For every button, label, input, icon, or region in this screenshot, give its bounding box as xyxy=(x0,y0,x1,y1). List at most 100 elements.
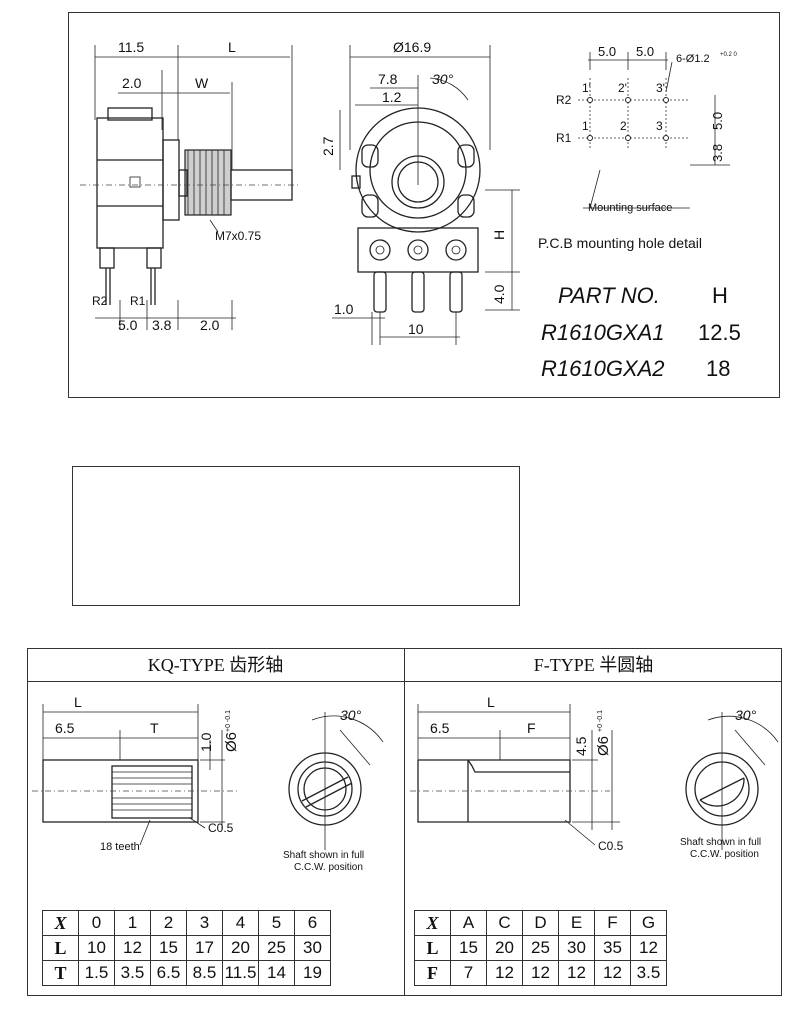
side-view: 11.5 L 2.0 W M7x0.75 R2 R1 5.0 3.8 2.0 xyxy=(80,39,300,333)
pitch-5-0-b: 5.0 xyxy=(636,44,654,59)
table-cell: 7 xyxy=(450,960,487,986)
dim-L: L xyxy=(228,39,236,55)
row-r1: R1 xyxy=(556,131,572,145)
dim-4-0: 4.0 xyxy=(491,284,507,304)
pin-r2-label: R2 xyxy=(92,294,108,308)
kq-dim-L: L xyxy=(74,694,82,710)
kq-note-2: C.C.W. position xyxy=(294,862,363,873)
kq-dimension-table: X 0 1 2 3 4 5 6 L 10 12 15 17 20 25 30 T… xyxy=(42,910,331,986)
f-dim-tol: +0 -0.1 xyxy=(597,710,604,732)
f-note-2: C.C.W. position xyxy=(690,849,759,860)
part-no-header: PART NO. xyxy=(558,283,660,308)
table-cell: 12 xyxy=(114,935,151,961)
mounting-surface-label: Mounting surface xyxy=(588,202,672,214)
kq-dim-dia: Ø6 xyxy=(223,732,240,752)
f-shaft: L 6.5 F 4.5 Ø6 +0 -0.1 30° C0.5 Shaft sh… xyxy=(410,694,779,860)
panel-divider xyxy=(404,648,406,996)
h-header: H xyxy=(712,283,728,308)
dim-3-8: 3.8 xyxy=(152,317,172,333)
kq-dim-T: T xyxy=(150,720,159,736)
table-cell: 4 xyxy=(222,910,259,936)
pin-3p: 3' xyxy=(656,81,665,95)
table-cell: 12 xyxy=(558,960,595,986)
dim-dia-16-9: Ø16.9 xyxy=(393,39,431,55)
dim-H: H xyxy=(491,230,507,240)
hole-size: 6-Ø1.2 xyxy=(676,53,710,65)
pin-2p: 2' xyxy=(618,81,627,95)
pin-2: 2 xyxy=(620,119,627,133)
pitch-5-0-a: 5.0 xyxy=(598,44,616,59)
f-dim-4-5: 4.5 xyxy=(573,736,589,756)
table-cell: 0 xyxy=(78,910,115,936)
table-cell: 6.5 xyxy=(150,960,187,986)
dim-2-7: 2.7 xyxy=(320,136,336,156)
table-row: X 0 1 2 3 4 5 6 xyxy=(42,910,331,936)
part-row-1-h: 12.5 xyxy=(698,320,741,345)
kq-note-1: Shaft shown in full xyxy=(283,850,364,861)
f-dim-dia: Ø6 xyxy=(595,736,612,756)
thread-label: M7x0.75 xyxy=(215,229,261,243)
part-row-2-h: 18 xyxy=(706,356,731,381)
table-cell: 25 xyxy=(258,935,295,961)
f-dim-L: L xyxy=(487,694,495,710)
table-cell: C xyxy=(486,910,523,936)
table-cell: 15 xyxy=(150,935,187,961)
kq-angle-30: 30° xyxy=(340,707,362,723)
dim-10: 10 xyxy=(408,321,424,337)
table-cell: 14 xyxy=(258,960,295,986)
table-row: L 15 20 25 30 35 12 xyxy=(414,935,667,961)
table-cell: 20 xyxy=(222,935,259,961)
table-cell: 3.5 xyxy=(114,960,151,986)
pcb-caption: P.C.B mounting hole detail xyxy=(538,235,702,251)
f-dimension-table: X A C D E F G L 15 20 25 30 35 12 F 7 12… xyxy=(414,910,667,986)
row-r2: R2 xyxy=(556,93,572,107)
table-cell: X xyxy=(414,910,451,936)
pin-1p: 1' xyxy=(582,81,591,95)
table-cell: 3.5 xyxy=(630,960,667,986)
part-row-1-no: R1610GXA1 xyxy=(541,320,665,345)
kq-shaft: L 6.5 T 1.0 Ø6 +0 -0.1 30° 18 teeth C0.5… xyxy=(32,694,384,873)
table-cell: 12 xyxy=(594,960,631,986)
table-cell: 17 xyxy=(186,935,223,961)
table-cell: 30 xyxy=(558,935,595,961)
f-dim-6-5: 6.5 xyxy=(430,720,450,736)
table-cell: 12 xyxy=(630,935,667,961)
table-cell: 12 xyxy=(522,960,559,986)
kq-dim-6-5: 6.5 xyxy=(55,720,75,736)
dim-1-2: 1.2 xyxy=(382,89,402,105)
table-row: X A C D E F G xyxy=(414,910,667,936)
dim-11-5: 11.5 xyxy=(118,39,144,55)
hole-tolerance: +0.2 0 xyxy=(720,52,738,58)
pin-r1-label: R1 xyxy=(130,294,146,308)
pcb-hole-detail: 5.0 5.0 6-Ø1.2 +0.2 0 R2 R1 1' 2' 3' 1 2… xyxy=(538,44,738,251)
table-cell: F xyxy=(414,960,451,986)
table-cell: 25 xyxy=(522,935,559,961)
table-cell: T xyxy=(42,960,79,986)
table-cell: 1.5 xyxy=(78,960,115,986)
kq-teeth-label: 18 teeth xyxy=(100,841,140,853)
table-row: L 10 12 15 17 20 25 30 xyxy=(42,935,331,961)
dim-7-8: 7.8 xyxy=(378,71,398,87)
table-cell: 11.5 xyxy=(222,960,259,986)
kq-dim-1-0: 1.0 xyxy=(198,732,214,752)
dim-2-0-bottom: 2.0 xyxy=(200,317,220,333)
table-cell: 8.5 xyxy=(186,960,223,986)
f-dim-F: F xyxy=(527,720,536,736)
part-row-2-no: R1610GXA2 xyxy=(541,356,665,381)
pin-3: 3 xyxy=(656,119,663,133)
table-cell: F xyxy=(594,910,631,936)
table-cell: D xyxy=(522,910,559,936)
table-cell: L xyxy=(42,935,79,961)
dim-2-0: 2.0 xyxy=(122,75,142,91)
table-cell: 19 xyxy=(294,960,331,986)
pitch-3-8-v: 3.8 xyxy=(710,144,725,162)
schematic-panel xyxy=(72,466,520,606)
table-cell: 2 xyxy=(150,910,187,936)
pitch-5-0-v: 5.0 xyxy=(710,112,725,130)
f-angle-30: 30° xyxy=(735,707,757,723)
table-cell: 1 xyxy=(114,910,151,936)
table-cell: 5 xyxy=(258,910,295,936)
pin-1: 1 xyxy=(582,119,589,133)
f-note-1: Shaft shown in full xyxy=(680,837,761,848)
